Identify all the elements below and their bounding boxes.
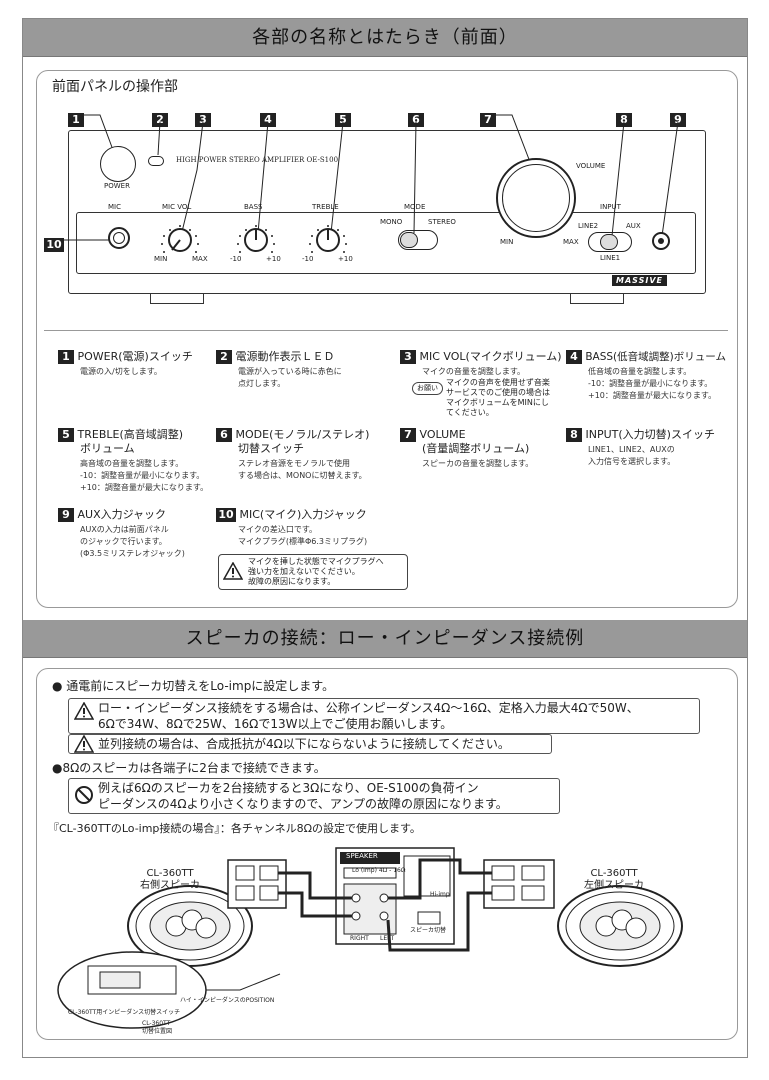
power-switch[interactable]: [100, 146, 136, 182]
prohibit-box: [68, 778, 560, 814]
section2-banner: スピーカの接続：ロー・インピーダンス接続例: [23, 620, 747, 658]
callout-9: 9: [670, 113, 686, 127]
volume-label: VOLUME: [576, 162, 606, 170]
desc-6: 6 MODE(モノラル/ステレオ) 切替スイッチ ステレオ音源をモノラルで使用す…: [216, 428, 396, 482]
power-label: POWER: [104, 182, 130, 190]
prohibit-text: 例えば6Ωのスピーカを2台接続すると3Ωになり、OE-S100の負荷イン ピーダ…: [98, 781, 508, 811]
detail-label-2: ハイ・インピーダンスのPOSITION: [180, 997, 275, 1004]
callout-2: 2: [152, 113, 168, 127]
warning-icon: [74, 702, 94, 720]
callout-7: 7: [480, 113, 496, 127]
callout-3: 3: [195, 113, 211, 127]
right-channel-label: RIGHT: [350, 935, 369, 942]
callout-leader-lines: [64, 114, 679, 241]
warning-2: 並列接続の場合は、合成抵抗が4Ω以下にならないように接続してください。: [98, 737, 510, 751]
warning-icon: [74, 735, 94, 753]
section1-divider: [44, 330, 728, 331]
left-speaker-drawing: [557, 885, 683, 967]
callout-10: 10: [44, 238, 64, 252]
warning-icon: [223, 562, 243, 580]
volume-max: MAX: [563, 238, 579, 246]
micvol-label: MIC VOL: [162, 203, 192, 211]
callout-4: 4: [260, 113, 276, 127]
speaker-switch-label: スピーカ切替: [410, 927, 447, 934]
mic-jack-inner: [113, 232, 125, 244]
stereo-label: STEREO: [428, 218, 456, 226]
desc-3-note: マイクの音声を使用せず音楽 サービスでのご使用の場合は マイクボリュームをMIN…: [446, 378, 550, 417]
cl-note: 『CL-360TTのLo-imp接続の場合』：各チャンネル8Ωの設定で使用します…: [48, 822, 421, 835]
desc-10-warning: マイクを挿した状態でマイクプラグへ 強い力を加えないでください。 故障の原因にな…: [248, 557, 384, 586]
bass-plus: +10: [266, 255, 281, 263]
speaker-terminal-label: SPEAKER: [346, 852, 378, 860]
mono-label: MONO: [380, 218, 403, 226]
warning-2-box: [68, 734, 552, 754]
right-speaker-label: CL-360TT 右側スピーカ: [140, 868, 200, 891]
warning-1-box: [68, 698, 700, 734]
bass-minus: -10: [230, 255, 242, 263]
callout-6: 6: [408, 113, 424, 127]
input-switch[interactable]: [588, 232, 632, 252]
desc-5: 5 TREBLE(高音域調整) ボリューム 高音域の音量を調整します。-10：調…: [58, 428, 223, 494]
volume-min: MIN: [500, 238, 514, 246]
power-led: [148, 156, 164, 166]
front-panel-subtitle: 前面パネルの操作部: [52, 79, 178, 95]
desc-8: 8 INPUT(入力切替)スイッチ LINE1、LINE2、AUXの入力信号を選…: [566, 428, 736, 468]
page-frame: [22, 18, 748, 1058]
desc-7: 7 VOLUME (音量調整ボリューム) スピーカの音量を調整します。: [400, 428, 570, 470]
desc-10: 10 MIC(マイク)入力ジャック マイクの差込口です。マイクプラグ(標準Φ6.…: [216, 508, 416, 548]
desc-2: 2 電源動作表示ＬＥＤ 電源が入っている時に赤色に点灯します。: [216, 350, 396, 390]
lo-imp-label: Lo (Imp) 4Ω - 16Ω: [352, 867, 406, 874]
right-speaker-drawing: [127, 885, 253, 967]
mode-switch[interactable]: [398, 230, 438, 250]
model-label: HIGH POWER STEREO AMPLIFIER OE-S100: [176, 156, 339, 164]
left-channel-label: LEFT: [380, 935, 395, 942]
callout-1: 1: [68, 113, 84, 127]
detail-small-label: CL-360TT 切替位置図: [142, 1020, 173, 1035]
knob-indicators: [161, 194, 537, 253]
bullet-2: ●8Ωのスピーカは各端子に2台まで接続できます。: [52, 761, 326, 775]
aux-jack-inner: [658, 238, 664, 244]
wiring-diagram: [57, 847, 683, 1029]
amplifier-foot-right: [570, 294, 624, 304]
bullet-1: ● 通電前にスピーカ切替えをLo-impに設定します。: [52, 679, 335, 693]
callout-5: 5: [335, 113, 351, 127]
massive-logo: MASSIVE: [612, 275, 668, 286]
volume-knob[interactable]: [502, 164, 570, 232]
line1-label: LINE1: [600, 254, 621, 262]
detail-label: CL-360TT用インピーダンス切替スイッチ: [68, 1009, 181, 1016]
mode-label: MODE: [404, 203, 426, 211]
callout-8: 8: [616, 113, 632, 127]
bass-label: BASS: [244, 203, 263, 211]
treble-plus: +10: [338, 255, 353, 263]
section1-banner: 各部の名称とはたらき（前面）: [23, 19, 747, 57]
desc-1: 1 POWER(電源)スイッチ 電源の入/切をします。: [58, 350, 218, 378]
bass-knob[interactable]: [244, 228, 268, 252]
desc-3-note-tag: お願い: [412, 382, 443, 395]
desc-3: 3 MIC VOL(マイクボリューム) マイクの音量を調整します。: [400, 350, 570, 378]
input-label: INPUT: [600, 203, 621, 211]
mic-label: MIC: [108, 203, 121, 211]
aux-label: AUX: [626, 222, 641, 230]
input-switch-toggle: [600, 234, 618, 250]
micvol-max: MAX: [192, 255, 208, 263]
section1-title: 各部の名称とはたらき（前面）: [252, 27, 518, 48]
desc-9: 9 AUX入力ジャック AUXの入力は前面パネルのジャックで行います。(Φ3.5…: [58, 508, 218, 560]
hi-imp-label: Hi-imp: [430, 891, 450, 898]
warning-1: ロー・インピーダンス接続をする場合は、公称インピーダンス4Ω〜16Ω、定格入力最…: [98, 701, 639, 731]
prohibit-icon: [75, 786, 93, 804]
left-speaker-label: CL-360TT 左側スピーカ: [584, 868, 644, 891]
mode-switch-toggle: [400, 232, 418, 248]
micvol-min: MIN: [154, 255, 168, 263]
treble-minus: -10: [302, 255, 314, 263]
desc-10-warning-box: [218, 554, 408, 590]
line2-label: LINE2: [578, 222, 599, 230]
amplifier-foot-left: [150, 294, 204, 304]
treble-label: TREBLE: [312, 203, 339, 211]
desc-4: 4 BASS(低音域調整)ボリューム 低音域の音量を調整します。-10：調整音量…: [566, 350, 736, 402]
section2-title: スピーカの接続：ロー・インピーダンス接続例: [185, 628, 585, 649]
